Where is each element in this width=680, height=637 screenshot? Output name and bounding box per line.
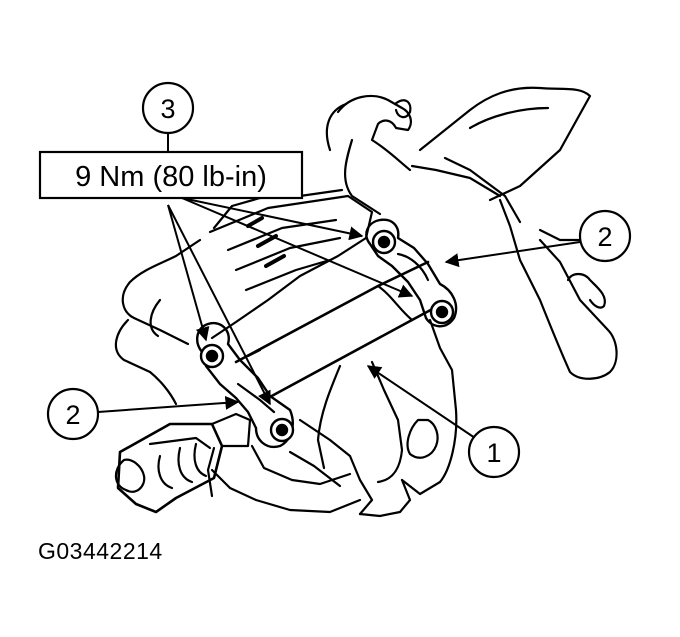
callout-2-left-label: 2 [65, 400, 80, 430]
callout-1-label: 1 [486, 438, 501, 468]
callout-2-left: 2 [46, 387, 100, 441]
leader-torque-bolt-upper-left [167, 204, 210, 342]
upper-bracket [325, 86, 618, 380]
bolt-upper-left [199, 343, 225, 369]
leader-lines [97, 133, 581, 441]
torque-spec-label: 9 Nm (80 lb-in) [75, 161, 267, 193]
wiring-connector [114, 412, 252, 514]
leader-2-left [97, 395, 240, 413]
bolt-upper-right [371, 229, 397, 255]
leader-1 [366, 365, 479, 441]
lower-housing [206, 318, 458, 518]
torque-spec-box: 9 Nm (80 lb-in) [38, 150, 304, 200]
bolt-lower-left [269, 417, 295, 443]
steering-column-tube [234, 260, 440, 400]
callout-2-right: 2 [578, 209, 632, 263]
callout-1: 1 [467, 425, 521, 479]
steering-column-assembly [114, 86, 618, 518]
clamp-bolts [199, 229, 455, 443]
leader-torque-bolt-upper-right [181, 197, 364, 241]
figure-id: G03442214 [38, 538, 163, 564]
callout-3: 3 [141, 81, 195, 135]
callout-2-right-label: 2 [597, 222, 612, 252]
column-housing [114, 188, 374, 406]
leader-torque-bolt-lower-right [181, 197, 414, 298]
callout-3-label: 3 [160, 94, 175, 124]
bolt-lower-right [429, 299, 455, 325]
leader-torque-bolt-lower-left [167, 204, 271, 406]
right-column-clamp [365, 218, 458, 328]
leader-2-right [444, 241, 581, 268]
